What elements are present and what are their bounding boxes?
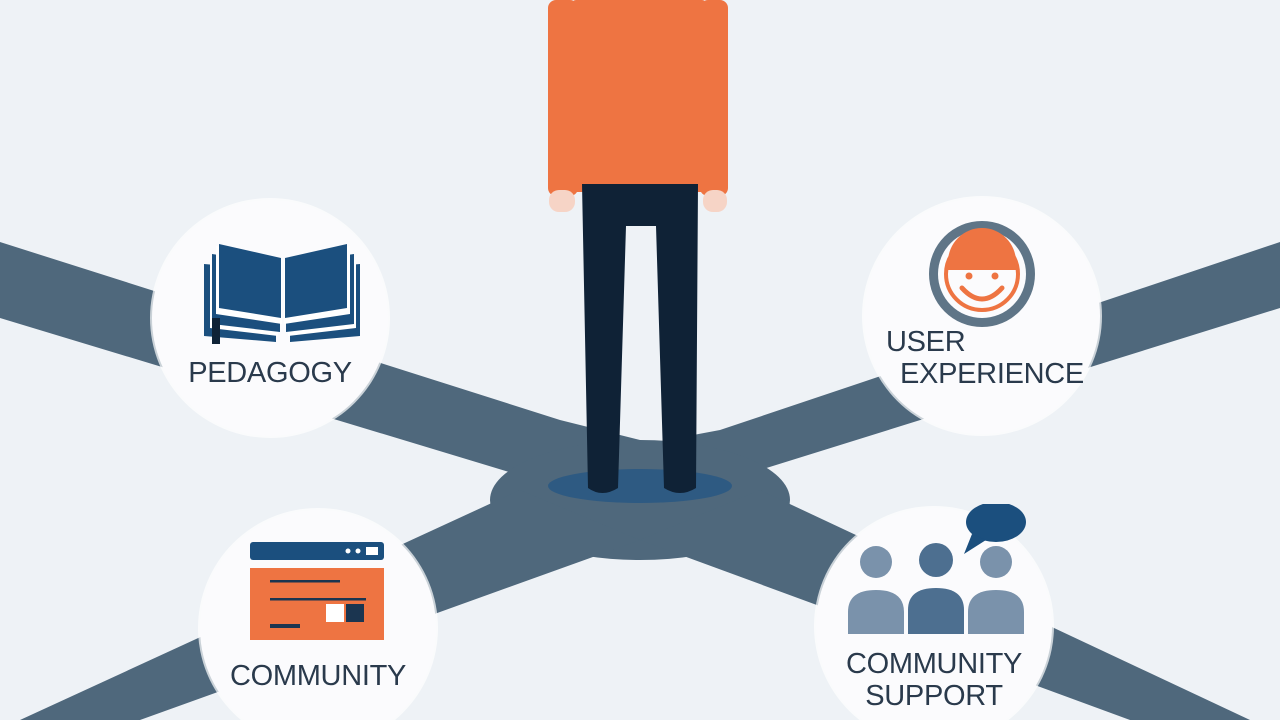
left-hand (549, 190, 575, 212)
pants (582, 184, 698, 493)
speech-bubble-icon (964, 504, 1026, 554)
user-experience-label: USER EXPERIENCE (886, 326, 1122, 390)
right-hand (703, 190, 727, 212)
left-arm (548, 0, 578, 196)
open-book-icon (204, 244, 360, 344)
browser-window-icon (250, 542, 384, 640)
pedagogy-label: PEDAGOGY (188, 357, 352, 389)
community-support-line1: COMMUNITY (845, 648, 1023, 680)
user-experience-node[interactable]: USER EXPERIENCE (864, 198, 1100, 434)
smiley-face-icon (929, 221, 1035, 327)
pedagogy-node[interactable]: PEDAGOGY (152, 200, 388, 436)
community-label: COMMUNITY (229, 660, 407, 692)
user-experience-line1: USER (886, 326, 966, 358)
right-arm (700, 0, 728, 196)
standing-person-icon (548, 0, 732, 503)
community-support-line2: SUPPORT (865, 680, 1003, 712)
person-shadow (548, 469, 732, 503)
community-support-label: COMMUNITY SUPPORT (816, 648, 1052, 712)
people-group-icon (848, 504, 1026, 634)
torso (572, 0, 706, 192)
user-experience-line2: EXPERIENCE (900, 358, 1084, 390)
community-support-node[interactable]: COMMUNITY SUPPORT (816, 504, 1052, 720)
community-node[interactable]: COMMUNITY (200, 510, 436, 720)
